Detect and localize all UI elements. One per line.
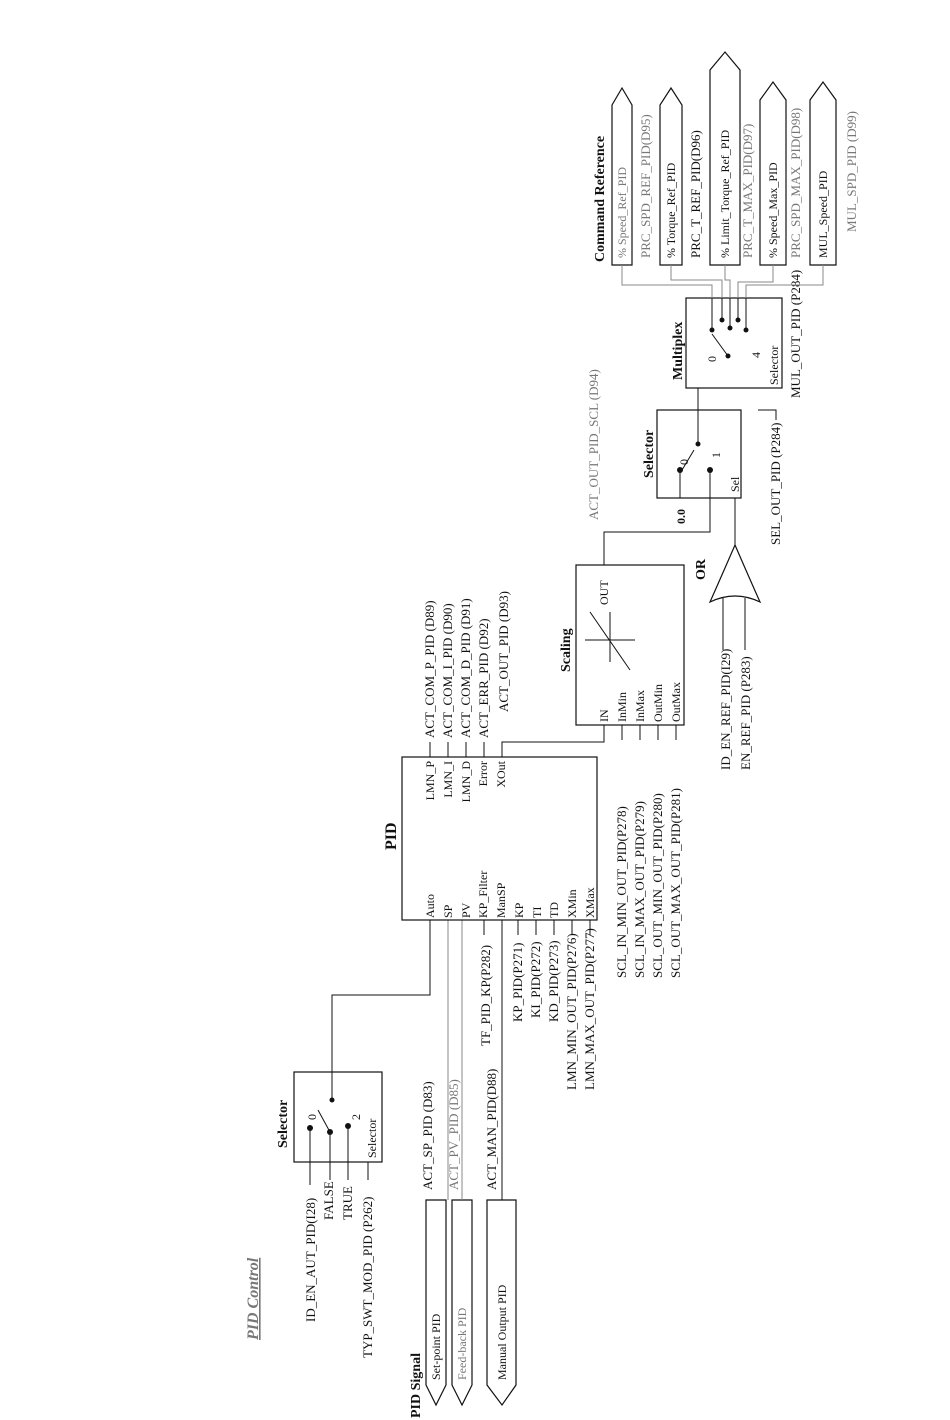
act-pv-label: ACT_PV_PID (D85): [446, 1079, 461, 1190]
svg-text:SCL_OUT_MIN_OUT_PID(P280): SCL_OUT_MIN_OUT_PID(P280): [650, 793, 665, 978]
svg-text:ID_EN_REF_PID(I29): ID_EN_REF_PID(I29): [718, 649, 733, 770]
svg-text:0.0: 0.0: [674, 509, 688, 524]
svg-text:ACT_COM_P_PID (D89): ACT_COM_P_PID (D89): [422, 600, 437, 738]
svg-text:Error: Error: [476, 761, 490, 786]
svg-text:LMN_MAX_OUT_PID(P277): LMN_MAX_OUT_PID(P277): [582, 928, 597, 1090]
svg-text:LMN_I: LMN_I: [441, 761, 455, 798]
svg-text:PRC_T_REF_PID(D96): PRC_T_REF_PID(D96): [688, 130, 703, 258]
svg-text:ACT_OUT_PID (D93): ACT_OUT_PID (D93): [496, 591, 511, 712]
svg-text:4: 4: [749, 352, 763, 358]
svg-text:Set-point PID: Set-point PID: [429, 1313, 443, 1380]
svg-text:SEL_OUT_PID (P284): SEL_OUT_PID (P284): [768, 423, 783, 545]
svg-text:% Limit_Torque_Ref_PID: % Limit_Torque_Ref_PID: [718, 130, 732, 258]
scaling-act-label: ACT_OUT_PID_SCL (D94): [586, 369, 601, 520]
svg-text:0: 0: [705, 356, 719, 362]
svg-text:0: 0: [677, 459, 691, 465]
page-title: PID Control: [245, 1257, 262, 1341]
svg-text:% Speed_Max_PID: % Speed_Max_PID: [766, 162, 780, 258]
svg-text:Selector: Selector: [642, 430, 657, 478]
svg-text:ManSP: ManSP: [494, 882, 508, 918]
svg-text:TRUE: TRUE: [340, 1186, 355, 1220]
svg-text:TD: TD: [547, 902, 561, 918]
svg-text:OR: OR: [694, 558, 709, 580]
svg-text:Selector: Selector: [276, 1100, 291, 1148]
svg-text:PRC_T_MAX_PID(D97): PRC_T_MAX_PID(D97): [740, 124, 755, 258]
svg-text:TF_PID_KP(P282): TF_PID_KP(P282): [478, 945, 493, 1046]
command-output-mul-speed: MUL_Speed_PID MUL_SPD_PID (D99): [745, 80, 859, 298]
command-output-speed-max: % Speed_Max_PID PRC_SPD_MAX_PID(D98): [737, 80, 803, 298]
svg-text:XMin: XMin: [565, 889, 579, 918]
selector-1-inputs: ID_EN_AUT_PID(I28) FALSE TRUE TYP_SWT_MO…: [303, 1162, 375, 1358]
svg-text:MUL_Speed_PID: MUL_Speed_PID: [816, 170, 830, 258]
svg-text:ACT_ERR_PID (D92): ACT_ERR_PID (D92): [476, 618, 491, 738]
scaling-block: Scaling IN InMin InMax OutMin OutMax OUT: [559, 564, 685, 726]
svg-text:LMN_MIN_OUT_PID(P276): LMN_MIN_OUT_PID(P276): [564, 933, 579, 1090]
svg-text:Selector: Selector: [767, 346, 781, 385]
svg-text:Manual Output PID: Manual Output PID: [495, 1284, 509, 1380]
svg-text:SP: SP: [441, 904, 455, 918]
svg-text:Scaling: Scaling: [559, 628, 574, 672]
svg-text:FALSE: FALSE: [321, 1181, 336, 1220]
pid-param-inputs: TF_PID_KP(P282) KP_PID(P271) KI_PID(P272…: [478, 920, 597, 1090]
multiplex-block: Multiplex 0 4 Selector MUL_OUT_PID (P284…: [671, 270, 803, 398]
selector-2-block: Selector 0 1 Sel 0.0 SEL_OUT_PID (P284): [642, 409, 783, 545]
svg-text:PRC_SPD_REF_PID(D95): PRC_SPD_REF_PID(D95): [638, 114, 653, 258]
svg-text:1: 1: [709, 452, 723, 458]
pid-signal-feedback: Feed-back PID ACT_PV_PID (D85): [446, 1079, 473, 1407]
command-output-limit-torque: % Limit_Torque_Ref_PID PRC_T_MAX_PID(D97…: [709, 51, 755, 298]
svg-text:OutMin: OutMin: [651, 684, 665, 722]
svg-text:KP: KP: [512, 902, 526, 918]
svg-text:TYP_SWT_MOD_PID (P262): TYP_SWT_MOD_PID (P262): [360, 1197, 375, 1358]
pid-signal-setpoint: Set-point PID ACT_SP_PID (D83): [420, 1081, 447, 1407]
svg-text:OUT: OUT: [597, 580, 611, 605]
pid-signal-manual: Manual Output PID ACT_MAN_PID(D88): [484, 1069, 517, 1407]
svg-text:XOut: XOut: [494, 760, 508, 787]
svg-text:InMin: InMin: [615, 692, 629, 722]
command-reference-header: Command Reference: [593, 136, 608, 262]
svg-text:PRC_SPD_MAX_PID(D98): PRC_SPD_MAX_PID(D98): [788, 108, 803, 258]
svg-text:TI: TI: [530, 907, 544, 918]
svg-text:Feed-back PID: Feed-back PID: [455, 1307, 469, 1380]
command-output-speed-ref: % Speed_Ref_PID PRC_SPD_REF_PID(D95): [611, 86, 713, 298]
svg-text:OutMax: OutMax: [669, 682, 683, 722]
svg-text:SCL_OUT_MAX_OUT_PID(P281): SCL_OUT_MAX_OUT_PID(P281): [668, 788, 683, 978]
svg-text:IN: IN: [597, 709, 611, 722]
scaling-params: SCL_IN_MIN_OUT_PID(P278) SCL_IN_MAX_OUT_…: [614, 725, 683, 978]
svg-text:SCL_IN_MAX_OUT_PID(P279): SCL_IN_MAX_OUT_PID(P279): [632, 801, 647, 978]
act-man-label: ACT_MAN_PID(D88): [484, 1069, 499, 1190]
svg-text:PID: PID: [383, 822, 400, 850]
svg-text:SCL_IN_MIN_OUT_PID(P278): SCL_IN_MIN_OUT_PID(P278): [614, 806, 629, 978]
svg-text:ACT_COM_D_PID (D91): ACT_COM_D_PID (D91): [458, 598, 473, 738]
svg-text:ACT_COM_I_PID (D90): ACT_COM_I_PID (D90): [440, 603, 455, 738]
svg-text:KI_PID(P272): KI_PID(P272): [528, 941, 543, 1018]
svg-text:KP_Filter: KP_Filter: [476, 871, 490, 918]
svg-text:MUL_OUT_PID (P284): MUL_OUT_PID (P284): [788, 270, 803, 398]
svg-text:LMN_P: LMN_P: [423, 761, 437, 801]
pid-signal-header: PID Signal: [409, 1353, 424, 1418]
svg-text:Multiplex: Multiplex: [671, 322, 686, 380]
svg-text:Sel: Sel: [728, 476, 742, 492]
or-gate: OR ID_EN_REF_PID(I29) EN_REF_PID (P283): [694, 498, 762, 770]
svg-text:0: 0: [305, 1114, 319, 1120]
svg-text:EN_REF_PID (P283): EN_REF_PID (P283): [738, 656, 753, 770]
pid-block: PID Auto SP PV KP_Filter ManSP KP TI TD …: [383, 756, 598, 921]
svg-text:% Torque_Ref_PID: % Torque_Ref_PID: [664, 162, 678, 258]
act-sp-label: ACT_SP_PID (D83): [420, 1081, 435, 1190]
svg-text:KD_PID(P273): KD_PID(P273): [546, 940, 561, 1022]
command-output-torque-ref: % Torque_Ref_PID PRC_T_REF_PID(D96): [659, 86, 723, 298]
svg-text:KP_PID(P271): KP_PID(P271): [510, 943, 525, 1022]
svg-text:Auto: Auto: [423, 894, 437, 918]
svg-text:XMax: XMax: [583, 887, 597, 918]
svg-text:Selector: Selector: [365, 1119, 379, 1158]
svg-text:PV: PV: [459, 902, 473, 918]
pid-output-labels: ACT_COM_P_PID (D89) ACT_COM_I_PID (D90) …: [422, 591, 511, 757]
svg-text:2: 2: [349, 1114, 363, 1120]
svg-text:LMN_D: LMN_D: [459, 761, 473, 803]
svg-text:ID_EN_AUT_PID(I28): ID_EN_AUT_PID(I28): [303, 1198, 318, 1322]
svg-text:% Speed_Ref_PID: % Speed_Ref_PID: [615, 167, 629, 258]
svg-text:InMax: InMax: [633, 690, 647, 722]
selector-1-block: Selector 0 2 Selector: [276, 1071, 383, 1163]
svg-text:MUL_SPD_PID (D99): MUL_SPD_PID (D99): [844, 111, 859, 232]
